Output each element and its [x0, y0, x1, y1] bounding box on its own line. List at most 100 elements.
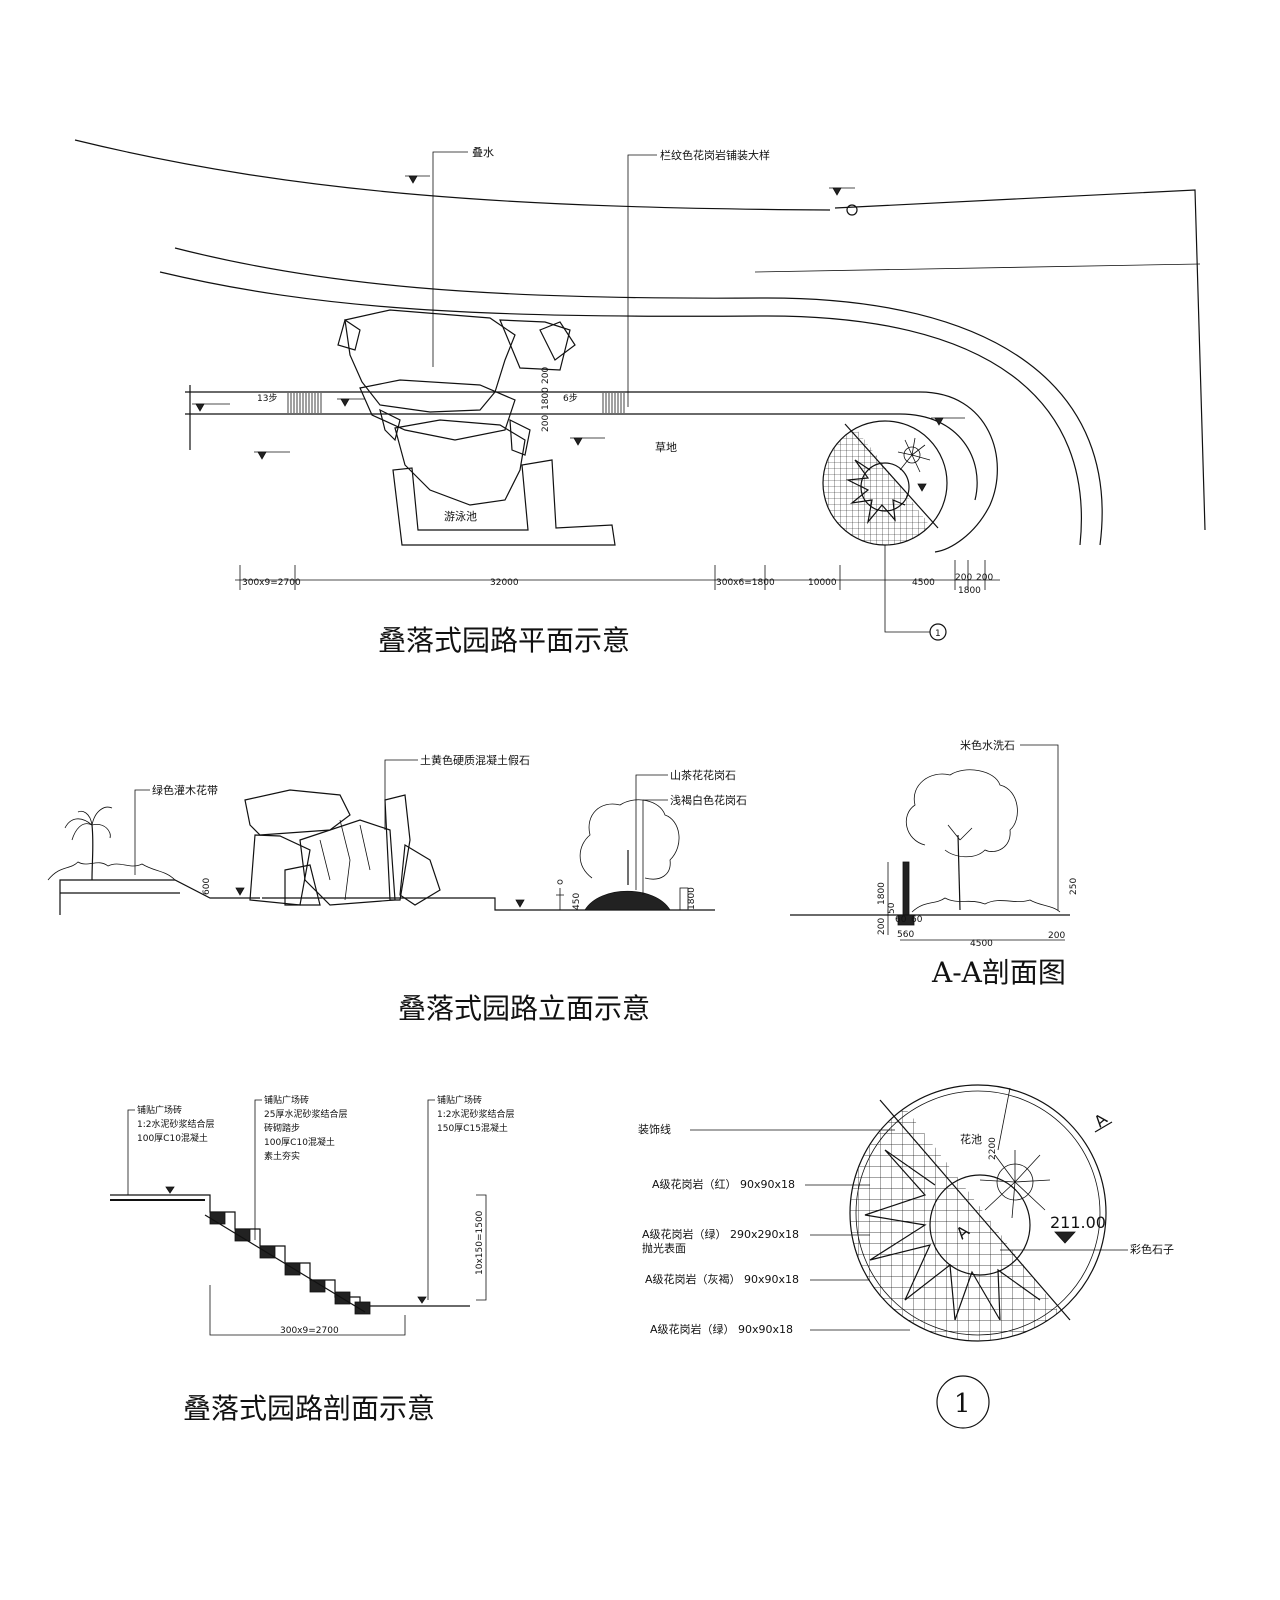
detail-dim: 2200: [988, 1137, 998, 1160]
elevation-title: 叠落式园路立面示意: [398, 992, 650, 1025]
plan-steps-left: [287, 393, 322, 413]
plan-line-right: [754, 263, 1201, 273]
plan-leader-node: [884, 545, 930, 633]
steps-right-note-1: 1:2水泥砂浆结合层: [437, 1108, 515, 1120]
detail-sun-rays: [864, 1149, 1041, 1321]
plan-label-steps6: 6步: [563, 393, 578, 404]
elev-person-icon: [556, 879, 564, 910]
plan-pool: [392, 459, 616, 546]
elev-leader-tree2: [642, 799, 668, 895]
steps-left-note-1: 1:2水泥砂浆结合层: [137, 1118, 215, 1130]
steps-mark-2: [417, 1296, 427, 1304]
plan-curve-middle: [174, 247, 1103, 546]
elev-rock-mass: [244, 789, 441, 906]
steps-dim-bottom-text: 300x9=2700: [280, 1326, 339, 1336]
steps-mark-1: [165, 1186, 175, 1194]
detail-elev-mark: [1054, 1231, 1076, 1244]
steps-mid-note-1: 25厚水泥砂浆结合层: [264, 1108, 347, 1120]
elev-mark-1: [235, 887, 245, 896]
aa-wall: [902, 861, 910, 916]
plan-label-water: 叠水: [472, 146, 494, 159]
plan-dim-w1: 200: [541, 367, 551, 384]
aa-dim-v2: 250: [1069, 878, 1079, 895]
detail-flower-icon: [979, 1150, 1051, 1219]
detail-elev: 211.00: [1050, 1213, 1106, 1232]
elev-dim-h1: 600: [202, 878, 212, 895]
elev-post: [679, 887, 689, 911]
aa-dim-b3: 200: [1048, 931, 1065, 941]
elev-leader-left: [134, 789, 150, 875]
steps-mid-note-0: 铺贴广场砖: [264, 1094, 309, 1106]
plan-right-boundary: [834, 189, 1206, 531]
elev-ground-left: [59, 879, 260, 915]
elevation-view: 绿色灌木花带 土黄色硬质混凝土假石 山茶花花岗石 浅褐白色花岗石 600 450…: [47, 753, 747, 1025]
steps-section-title: 叠落式园路剖面示意: [183, 1392, 435, 1425]
section-aa-title: A-A剖面图: [931, 956, 1066, 989]
aa-shrubs: [911, 897, 1061, 913]
plan-label-steps13: 13步: [257, 393, 277, 404]
steps-left-note-0: 铺贴广场砖: [137, 1104, 182, 1116]
steps-right-note-0: 铺贴广场砖: [437, 1094, 482, 1106]
plan-label-lawn: 草地: [655, 441, 677, 454]
steps-profile: [110, 1194, 470, 1307]
elev-tree-icon: [579, 799, 680, 911]
plan-dim-d3: 300x6=1800: [716, 578, 775, 588]
elev-leader-tree1: [635, 774, 668, 890]
aa-dim-b1: 560: [897, 930, 914, 940]
detail-label-4: A级花岗岩（灰褐） 90x90x18: [645, 1272, 799, 1286]
detail-leader-flower: [997, 1087, 1011, 1151]
plan-flower-icon: [897, 437, 931, 473]
plan-dim-d1: 300x9=2700: [242, 578, 301, 588]
plan-dim-d4: 10000: [808, 578, 837, 588]
steps-mid-note-4: 素土夯实: [264, 1150, 300, 1162]
detail-diagonal: [879, 1099, 1071, 1321]
detail-label-1: A级花岗岩（红） 90x90x18: [652, 1177, 795, 1191]
elev-label-tree2: 浅褐白色花岗石: [670, 793, 747, 807]
steps-leader-mid: [254, 1099, 262, 1240]
plan-node-number: 1: [935, 629, 941, 639]
detail-circle-view: 花池 2200 211.00 A A 装饰线 A级花岗岩（红） 90x90x18…: [638, 1084, 1174, 1429]
aa-dim-v5: 60: [911, 915, 923, 925]
plan-curve-inner: [159, 271, 1082, 546]
detail-label-0: 装饰线: [638, 1122, 671, 1136]
steps-left-note-2: 100厚C10混凝土: [137, 1132, 208, 1144]
detail-label-2: A级花岗岩（绿） 290x290x18: [642, 1227, 799, 1241]
plan-view: 游泳池 叠水 栏纹色花岗岩铺装大样 草地 13步 6步 200 1800 200: [74, 139, 1206, 657]
plan-path-bottom-edge: [185, 413, 978, 501]
detail-node-number: 1: [954, 1389, 971, 1419]
aa-dim-v3: 200: [877, 918, 887, 935]
elev-dim-h3: 1800: [687, 887, 697, 910]
plan-dim-w2: 1800: [541, 387, 551, 410]
aa-dim-b2: 4500: [970, 939, 993, 949]
elev-label-tree1: 山茶花花岗石: [670, 769, 736, 782]
detail-label-flower: 花池: [960, 1133, 982, 1146]
elev-label-rock: 土黄色硬质混凝土假石: [420, 753, 530, 767]
elev-label-left: 绿色灌木花带: [152, 783, 218, 797]
aa-dim-v6: 50: [887, 902, 897, 914]
steps-mid-note-2: 砖砌踏步: [264, 1122, 300, 1134]
steps-dim-right-text: 10x150=1500: [475, 1210, 485, 1275]
plan-label-paving: 栏纹色花岗岩铺装大样: [660, 148, 770, 162]
elev-shrubs-left: [47, 861, 176, 881]
detail-center-circle: [929, 1174, 1031, 1276]
elev-mark-2: [515, 899, 525, 908]
aa-label-top: 米色水洗石: [960, 738, 1015, 752]
plan-dim-d8: 1800: [958, 586, 981, 596]
plan-path-top-edge: [185, 391, 998, 553]
plan-steps-right: [602, 393, 625, 413]
plan-leader-paving: [627, 154, 657, 407]
plan-label-pool: 游泳池: [444, 509, 477, 523]
aa-dim-v1: 1800: [877, 882, 887, 905]
plan-dim-d2: 32000: [490, 578, 519, 588]
steps-leader-left: [127, 1109, 135, 1195]
detail-label-right: 彩色石子: [1130, 1242, 1174, 1256]
plan-curve-top: [74, 139, 831, 211]
section-aa-view: 米色水洗石 1800 250 200 60 60 50 560 4500 200…: [790, 738, 1079, 989]
plan-dim-d6: 200: [955, 573, 972, 583]
plan-node-ref: [929, 623, 947, 641]
steps-mid-note-3: 100厚C10混凝土: [264, 1136, 335, 1148]
detail-section-a-top: A: [1090, 1109, 1111, 1131]
steps-base-line: [204, 1214, 366, 1313]
